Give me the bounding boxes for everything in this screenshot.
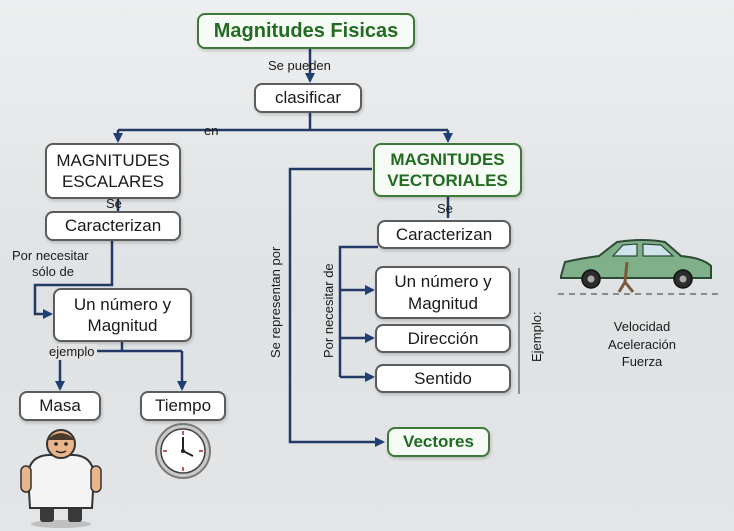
escalares-numero-line1: Un número y bbox=[73, 294, 172, 314]
vectoriales-numero-line1: Un número y bbox=[394, 272, 492, 292]
car-icon bbox=[558, 239, 718, 295]
vectores-text: Vectores bbox=[403, 432, 474, 452]
clock-icon bbox=[155, 423, 211, 479]
clasificar-node: clasificar bbox=[254, 83, 362, 113]
escalares-numero-line2: Magnitud bbox=[87, 316, 158, 335]
example-velocidad: Velocidad bbox=[613, 319, 671, 334]
en-label: en bbox=[204, 123, 219, 138]
escalares-caracterizan-text: Caracterizan bbox=[64, 216, 162, 236]
person-icon bbox=[20, 429, 102, 528]
line-caracterizan-props bbox=[338, 245, 378, 377]
escalares-node: MAGNITUDES ESCALARES bbox=[45, 143, 181, 199]
example-aceleracion: Aceleración bbox=[608, 336, 676, 352]
direccion-text: Dirección bbox=[407, 328, 479, 348]
example-fuerza: Fuerza bbox=[621, 354, 663, 370]
escalares-numero-node: Un número y Magnitud bbox=[53, 288, 192, 342]
vectoriales-se-label: Se bbox=[437, 201, 453, 216]
masa-node: Masa bbox=[19, 391, 101, 421]
vectores-node: Vectores bbox=[387, 427, 490, 457]
line-caracterizan-numero bbox=[33, 241, 114, 319]
line-to-vectores bbox=[288, 167, 385, 447]
por-necesitar-de-label: Por necesitar de bbox=[321, 263, 336, 358]
title-text: Magnitudes Fisicas bbox=[213, 19, 399, 42]
escalares-se-label: Se bbox=[106, 196, 122, 211]
sentido-text: Sentido bbox=[414, 368, 472, 388]
vectoriales-caracterizan-node: Caracterizan bbox=[377, 220, 511, 249]
vectoriales-numero-node: Un número y Magnitud bbox=[375, 266, 511, 319]
escalares-caracterizan-node: Caracterizan bbox=[45, 211, 181, 241]
por-necesitar-line2: sólo de bbox=[32, 264, 74, 280]
vectoriales-line2: VECTORIALES bbox=[387, 171, 508, 190]
tiempo-node: Tiempo bbox=[140, 391, 226, 421]
examples-list: Velocidad Aceleración Fuerza bbox=[594, 318, 690, 371]
title-node: Magnitudes Fisicas bbox=[197, 13, 415, 49]
vectoriales-caracterizan-text: Caracterizan bbox=[395, 224, 493, 244]
clasificar-text: clasificar bbox=[274, 88, 342, 108]
sentido-node: Sentido bbox=[375, 364, 511, 393]
se-representan-label: Se representan por bbox=[268, 246, 283, 358]
ejemplo-vertical-label: Ejemplo: bbox=[529, 311, 544, 362]
se-pueden-label: Se pueden bbox=[268, 58, 331, 73]
ejemplo-label: ejemplo bbox=[47, 344, 97, 361]
vectoriales-node: MAGNITUDES VECTORIALES bbox=[373, 143, 522, 197]
vectoriales-line1: MAGNITUDES bbox=[390, 149, 505, 169]
escalares-line1: MAGNITUDES bbox=[56, 150, 170, 170]
por-necesitar-label: Por necesitar sólo de bbox=[12, 248, 89, 281]
vectoriales-numero-line2: Magnitud bbox=[408, 293, 478, 313]
direccion-node: Dirección bbox=[375, 324, 511, 353]
por-necesitar-line1: Por necesitar bbox=[12, 248, 89, 263]
tiempo-text: Tiempo bbox=[154, 396, 212, 416]
escalares-line2: ESCALARES bbox=[61, 172, 165, 191]
masa-text: Masa bbox=[39, 396, 81, 416]
